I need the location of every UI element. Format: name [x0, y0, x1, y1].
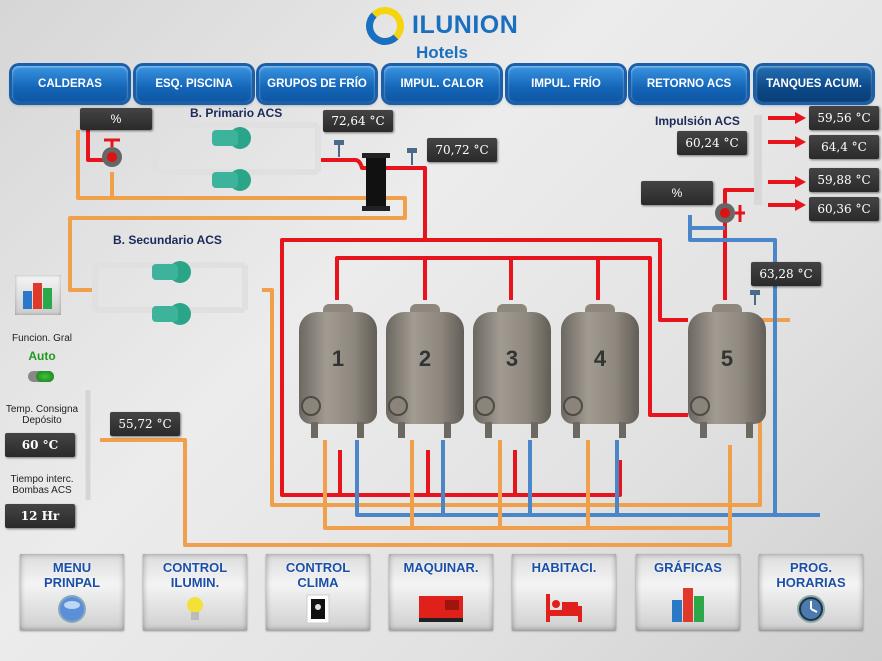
return-main [100, 438, 732, 547]
maquinaria-button[interactable]: MAQUINAR. [389, 554, 493, 630]
prog-horarias-button[interactable]: PROG.HORARIAS [759, 554, 863, 630]
btn-line1: MENU [52, 560, 92, 575]
nav-impul-calor[interactable]: IMPUL. CALOR [384, 66, 500, 102]
graficas-button[interactable]: GRÁFICAS [636, 554, 740, 630]
bar-chart-icon [23, 283, 52, 309]
globe-button-icon [58, 595, 86, 623]
tank-number: 5 [720, 346, 734, 371]
btn-line2: CLIMA [297, 575, 339, 590]
tank-4[interactable]: 4 [561, 300, 639, 440]
tank-5[interactable]: 5 [688, 300, 766, 440]
outlet-temp-2: 64,4 °C [809, 135, 879, 159]
nav-impul-frio[interactable]: IMPUL. FRÍO [508, 66, 624, 102]
light-bulb-icon [187, 597, 203, 620]
primary-pump-1 [212, 127, 251, 149]
secondary-pump-1 [152, 261, 191, 283]
btn-line2: ILUMIN. [170, 575, 220, 590]
primary-temp-out: 72,64 °C [323, 110, 393, 132]
funcion-value: Auto [28, 349, 56, 363]
tank-number: 4 [593, 346, 607, 371]
return-temp: 55,72 °C [110, 412, 180, 436]
brand-name: ILUNION [412, 11, 519, 39]
tiempo-input[interactable]: 12 Hr [5, 504, 75, 528]
temp-sensor-tank5 [750, 290, 760, 305]
consigna-input[interactable]: 60 °C [5, 433, 75, 457]
generator-icon [419, 596, 463, 622]
tiempo-label: Tiempo interc. Bombas ACS [0, 474, 84, 496]
return-loop [323, 440, 730, 530]
tank-3[interactable]: 3 [473, 300, 551, 440]
brand-sub: Hotels [416, 43, 468, 62]
secondary-pump-2 [152, 303, 191, 325]
nav-tanques-acum[interactable]: TANQUES ACUM. [756, 66, 872, 102]
secondary-out-pipe [262, 288, 790, 507]
habitaciones-button[interactable]: HABITACI. [512, 554, 616, 630]
impulsion-riser [723, 188, 755, 300]
tank-number: 2 [418, 346, 432, 371]
tank5-temp: 63,28 °C [751, 262, 821, 286]
bar-chart-icon [672, 588, 704, 622]
primary-pump-2 [212, 169, 251, 191]
secondary-title: B. Secundario ACS [113, 233, 222, 247]
nav-calderas[interactable]: CALDERAS [12, 66, 128, 102]
impulsion-3way-valve [715, 203, 745, 223]
primary-return-pipe [68, 130, 407, 292]
btn-line1: MAQUINAR. [403, 560, 479, 575]
clock-icon [797, 595, 825, 623]
bed-icon [546, 594, 582, 622]
nav-grupos-frio[interactable]: GRUPOS DE FRÍO [259, 66, 375, 102]
consigna-label-line1: Temp. Consigna [5, 404, 79, 415]
tiempo-label-line1: Tiempo interc. [10, 474, 74, 485]
outlet-temp-4: 60,36 °C [809, 197, 879, 221]
exchanger-temp: 70,72 °C [427, 138, 497, 162]
consigna-label-line2: Depósito [22, 415, 62, 426]
hot-distribution-top [425, 238, 688, 322]
tank-number: 1 [331, 346, 345, 371]
impulsion-title: Impulsión ACS [655, 114, 740, 128]
logo-ring-icon [366, 7, 404, 45]
hot-header-pipe [335, 256, 688, 417]
nav-retorno-acs[interactable]: RETORNO ACS [631, 66, 747, 102]
top-nav: CALDERAS ESQ. PISCINA GRUPOS DE FRÍO IMP… [0, 64, 882, 104]
tank-1[interactable]: 1 [299, 300, 377, 440]
hot-distribution-pipe [280, 238, 622, 497]
btn-line1: HABITACI. [531, 560, 597, 575]
primary-3way-valve [102, 138, 122, 167]
charts-button[interactable] [15, 275, 61, 315]
thermostat-icon [306, 594, 330, 624]
impulsion-arrows [768, 112, 806, 211]
btn-line1: CONTROL [285, 560, 351, 575]
btn-line1: CONTROL [162, 560, 228, 575]
temp-sensor-exchanger [407, 148, 417, 165]
cold-manifold [355, 440, 775, 517]
impulsion-temp: 60,24 °C [677, 131, 747, 155]
btn-line2: HORARIAS [776, 575, 846, 590]
impulsion-valve-percent[interactable]: % [641, 181, 713, 205]
btn-line1: GRÁFICAS [654, 560, 722, 575]
ilunion-logo: ILUNION Hotels [366, 5, 526, 63]
btn-line1: PROG. [790, 560, 832, 575]
heat-exchanger [362, 153, 390, 211]
btn-line2: PRINPAL [43, 575, 101, 590]
tiempo-label-line2: Bombas ACS [12, 485, 72, 496]
temp-sensor-primary [334, 140, 344, 157]
primary-title: B. Primario ACS [190, 106, 283, 120]
nav-esq-piscina[interactable]: ESQ. PISCINA [136, 66, 252, 102]
primary-valve-percent[interactable]: % [80, 108, 152, 130]
tank-number: 3 [505, 346, 519, 371]
funcion-toggle[interactable] [28, 371, 54, 382]
outlet-temp-1: 59,56 °C [809, 106, 879, 130]
funcion-label: Funcion. Gral [11, 333, 73, 344]
outlet-temp-3: 59,88 °C [809, 168, 879, 192]
tank-2[interactable]: 2 [386, 300, 464, 440]
consigna-label: Temp. Consigna Depósito [0, 404, 84, 426]
cold-return-pipe [688, 215, 820, 517]
